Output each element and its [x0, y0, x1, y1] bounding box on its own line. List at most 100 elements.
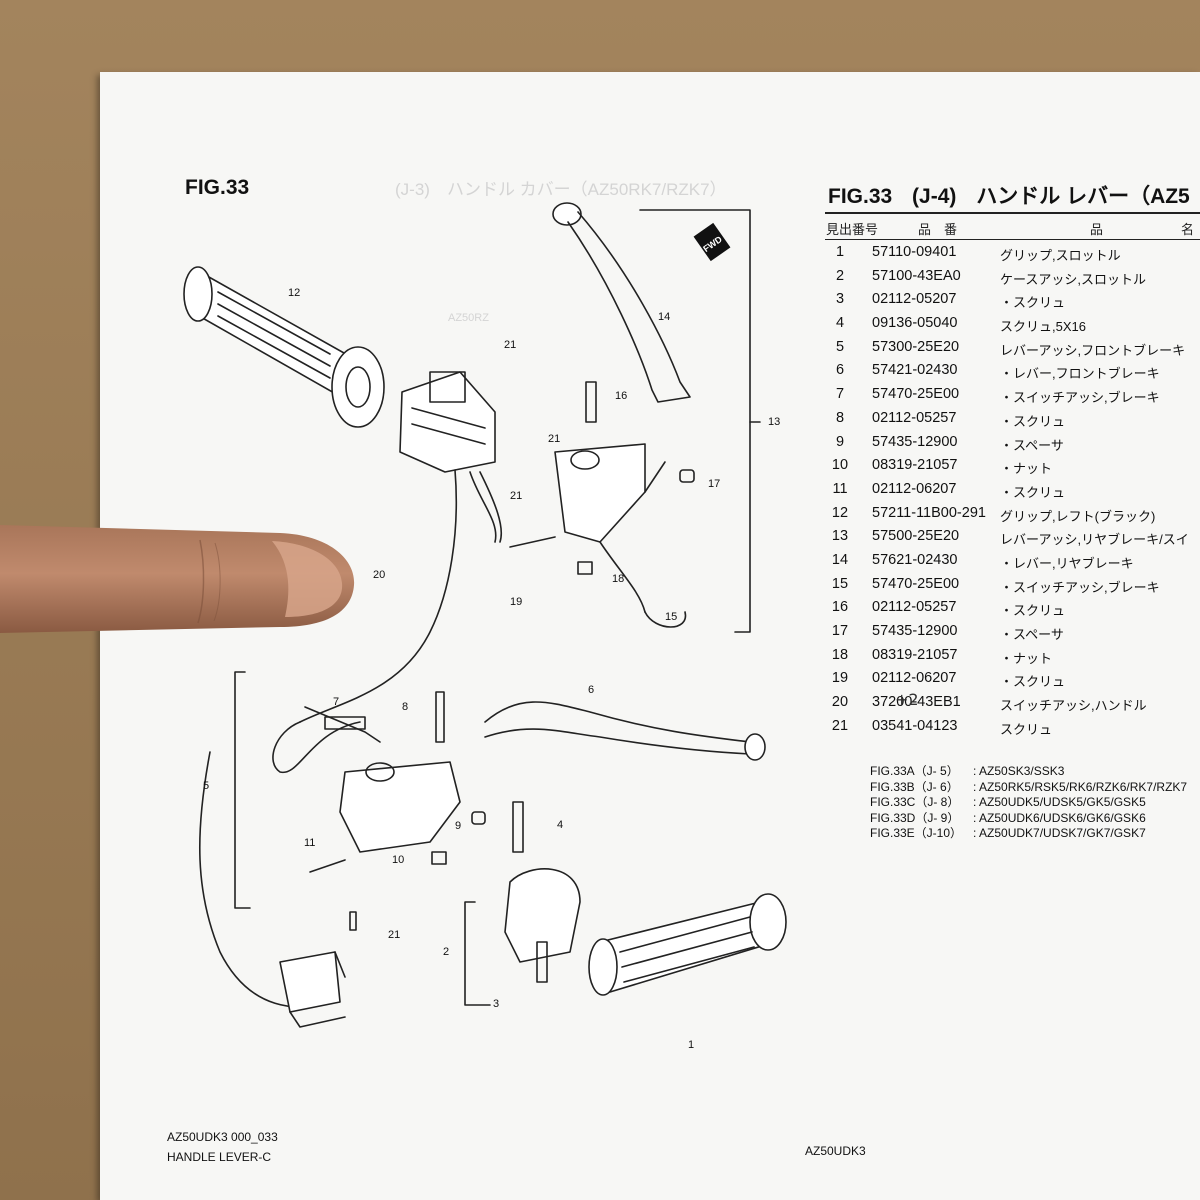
figure-number: FIG.33 — [828, 185, 893, 208]
callout-3: 3 — [493, 998, 499, 1010]
exploded-parts-diagram: 12 14 13 21 21 21 16 17 18 19 15 20 6 7 … — [183, 202, 787, 1051]
part-ref-number: 18 — [831, 646, 849, 663]
part-number: 03541-04123 — [872, 717, 958, 734]
part-name: グリップ,スロットル — [1000, 248, 1121, 263]
part-name: ・レバー,フロントブレーキ — [1000, 366, 1160, 382]
callout-17: 17 — [708, 478, 720, 490]
part-ref-number: 20 — [831, 694, 849, 711]
part-number: 57435-12900 — [872, 623, 958, 639]
variant-models: : AZ50UDK6/UDSK6/GK6/GSK6 — [973, 810, 1146, 825]
divider — [825, 239, 1200, 240]
variant-models: : AZ50UDK5/UDSK5/GK5/GSK5 — [973, 795, 1146, 809]
part-number: 02112-05207 — [872, 291, 957, 308]
part-name: ・ナット — [1000, 461, 1053, 477]
part-name: ・スイッチアッシ,ブレーキ — [1000, 579, 1160, 595]
part-ref-number: 9 — [835, 433, 845, 450]
part-number: 57110-09401 — [872, 244, 957, 260]
fwd-arrow-icon: FWD — [693, 222, 731, 262]
part-ref-number: 21 — [831, 717, 849, 734]
figure-number-left: FIG.33 — [185, 176, 250, 199]
callout-11: 11 — [304, 837, 315, 849]
variant-models: : AZ50SK3/SSK3 — [973, 764, 1065, 778]
part-name: レバーアッシ,フロントブレーキ — [1000, 342, 1186, 358]
part-name: ・スクリュ — [1000, 413, 1066, 429]
callout-5: 5 — [203, 780, 209, 792]
switch-bracket — [279, 911, 357, 1028]
callout-21: 21 — [504, 339, 516, 351]
part-number: 02112-06207 — [872, 480, 957, 497]
variant-models: : AZ50RK5/RSK5/RK6/RZK6/RK7/RZK7 — [973, 779, 1188, 794]
part-name: ・スイッチアッシ,ブレーキ — [1000, 390, 1160, 406]
variant-code: FIG.33D（J- 9） — [870, 810, 960, 825]
callout-6: 6 — [588, 684, 594, 696]
left-grip-part-12 — [183, 266, 385, 428]
part-number: 57621-02430 — [872, 551, 958, 568]
front-perch-assembly — [304, 691, 486, 873]
part-ref-number: 19 — [831, 670, 849, 687]
part-name: ・スクリュ — [1000, 484, 1066, 500]
callout-9: 9 — [455, 820, 461, 832]
callout-2: 2 — [443, 946, 449, 958]
variant-code: FIG.33A（J- 5） — [870, 764, 959, 778]
front-brake-lever-part-6 — [484, 701, 766, 761]
part-ref-number: 1 — [835, 244, 845, 260]
part-number: 08319-21057 — [872, 457, 958, 474]
part-number: 37200-43EB1 — [872, 694, 961, 711]
part-name: グリップ,レフト(ブラック) — [1000, 508, 1156, 524]
part-ref-number: 2 — [835, 267, 845, 284]
part-name: ・スペーサ — [1000, 627, 1064, 642]
callout-numbers: 12 14 13 21 21 21 16 17 18 19 15 20 6 7 … — [203, 287, 780, 1051]
throttle-case-part-2 — [504, 801, 581, 983]
throttle-grip-part-1 — [588, 893, 787, 996]
callout-20: 20 — [373, 569, 385, 581]
part-ref-number: 3 — [835, 291, 845, 308]
callout-14: 14 — [658, 311, 670, 323]
variant-row: FIG.33D（J- 9） : AZ50UDK6/UDSK6/GK6/GSK6 — [870, 811, 1187, 827]
part-ref-number: 16 — [831, 599, 849, 616]
part-ref-number: 5 — [835, 338, 845, 355]
callout-8: 8 — [402, 701, 408, 713]
callout-18: 18 — [612, 573, 624, 585]
figure-code: (J-4) — [912, 185, 957, 208]
part-name: ・ナット — [1000, 650, 1053, 666]
callout-16: 16 — [615, 390, 627, 402]
part-number: 57470-25E00 — [872, 386, 960, 403]
variant-code: FIG.33C（J- 8） — [870, 795, 960, 809]
finger-photo — [0, 525, 355, 633]
part-number: 08319-21057 — [872, 646, 958, 663]
part-number: 02112-06207 — [872, 670, 957, 687]
figure-title: FIG.33 (J-4) ハンドル レバー（AZ5 — [828, 180, 1200, 210]
variant-row: FIG.33A（J- 5） : AZ50SK3/SSK3 — [870, 764, 1187, 780]
callout-4: 4 — [557, 819, 563, 831]
variant-code: FIG.33B（J- 6） — [870, 779, 959, 794]
variant-models: : AZ50UDK7/UDSK7/GK7/GSK7 — [973, 826, 1146, 840]
part-name: レバーアッシ,リヤブレーキ/スイ — [1000, 532, 1189, 548]
footer-center-code: AZ50UDK3 — [805, 1144, 866, 1158]
column-header-ref: 見出番号 — [826, 222, 879, 237]
callout-7: 7 — [333, 696, 339, 708]
rear-perch-assembly — [509, 381, 695, 628]
handwritten-note: +2 — [895, 690, 919, 709]
callout-19: 19 — [510, 596, 522, 608]
part-ref-number: 7 — [835, 386, 845, 403]
part-name: スクリュ — [1000, 721, 1053, 737]
part-ref-number: 14 — [831, 551, 849, 568]
column-header-name: 品 名 — [1090, 222, 1195, 237]
part-name: ・スクリュ — [1000, 295, 1066, 311]
part-name: ・スクリュ — [1000, 603, 1066, 619]
variant-code: FIG.33E（J-10） — [870, 826, 963, 840]
part-number: 02112-05257 — [872, 599, 957, 616]
part-number: 02112-05257 — [872, 409, 957, 426]
callout-21: 21 — [388, 929, 400, 941]
part-name: ・スペーサ — [1000, 437, 1064, 453]
part-name: スクリュ,5X16 — [1000, 319, 1086, 335]
callout-1: 1 — [688, 1039, 694, 1051]
footer-section-name: HANDLE LEVER-C — [167, 1150, 272, 1164]
part-name: ・レバー,リヤブレーキ — [1000, 555, 1134, 571]
callout-12: 12 — [288, 287, 300, 299]
part-number: 57435-12900 — [872, 433, 958, 450]
part-ref-number: 17 — [831, 623, 849, 639]
footer-model-code: AZ50UDK3 000_033 — [167, 1130, 278, 1144]
part-ref-number: 8 — [835, 409, 845, 426]
